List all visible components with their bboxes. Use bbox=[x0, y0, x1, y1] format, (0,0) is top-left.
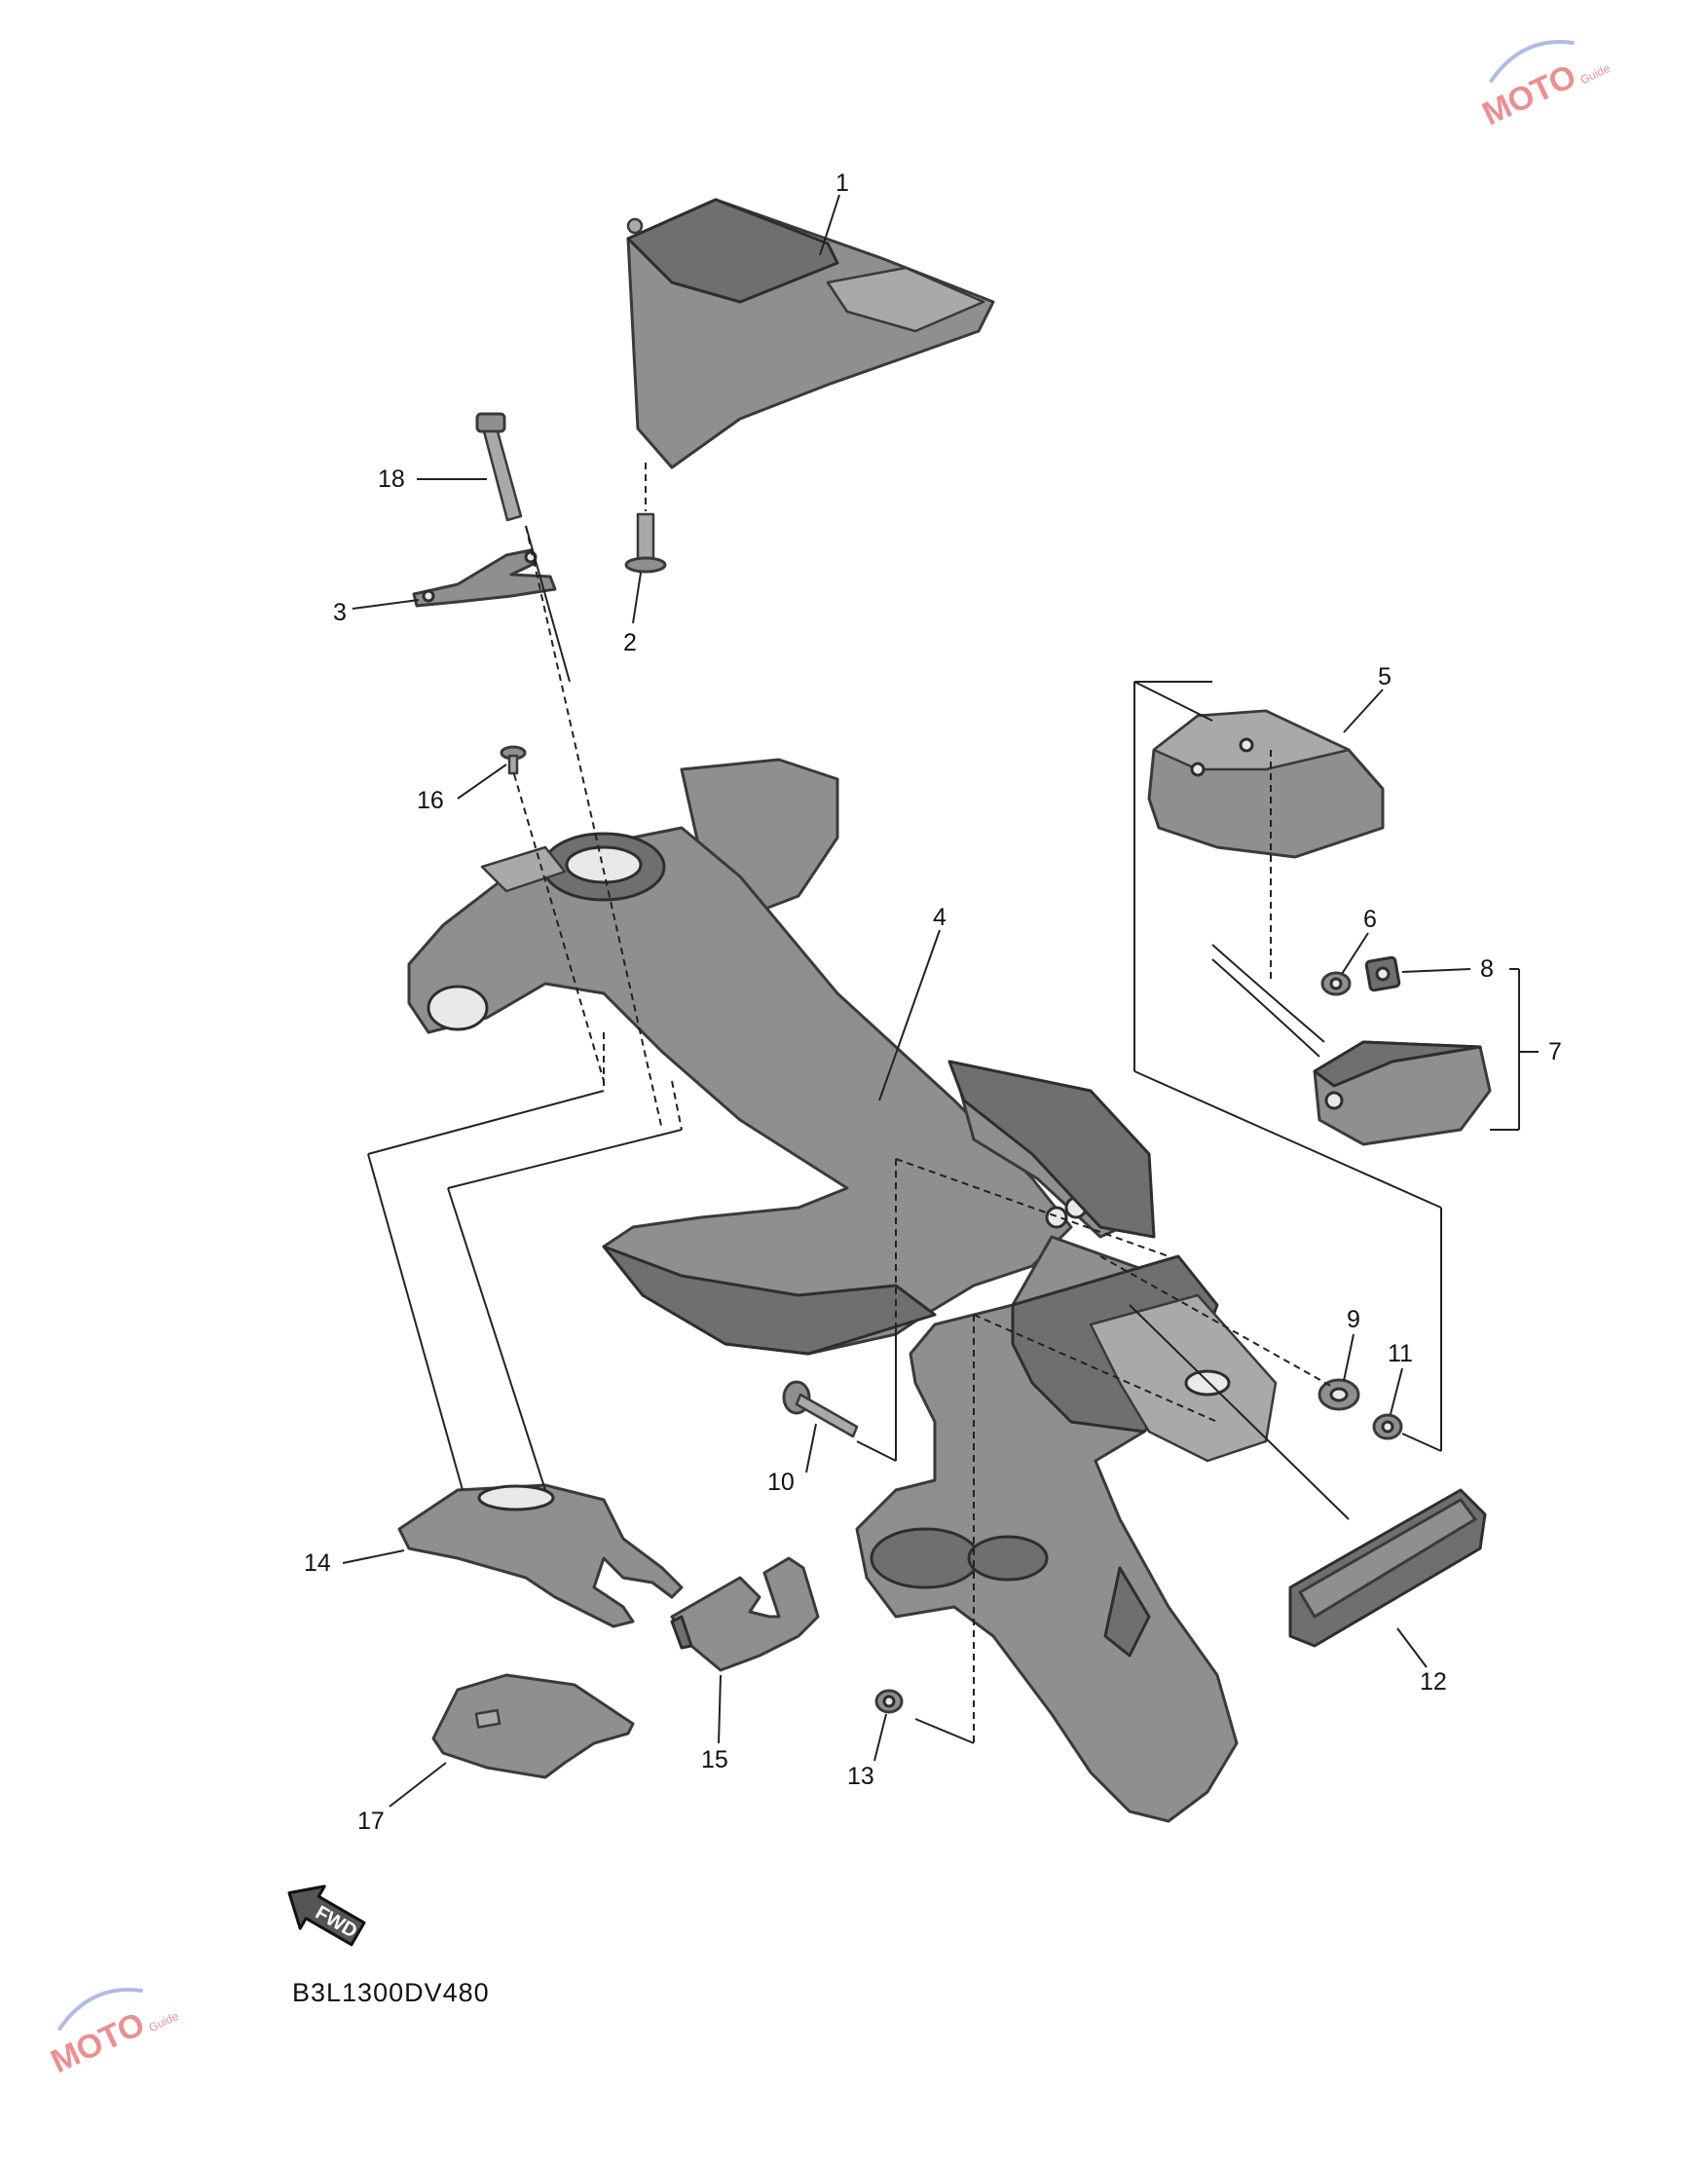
part-7-taillight bbox=[1211, 944, 1492, 1146]
callout-8: 8 bbox=[1480, 955, 1494, 983]
callout-15: 15 bbox=[701, 1746, 728, 1773]
callout-5: 5 bbox=[1378, 663, 1392, 690]
part-4-rear-frame bbox=[407, 758, 1073, 1356]
callout-3: 3 bbox=[333, 599, 347, 626]
part-1-inner-cover bbox=[626, 198, 995, 469]
fwd-arrow-icon: FWD bbox=[287, 1884, 366, 1947]
part-5-lens bbox=[1147, 709, 1385, 859]
callout-labels: 1 2 3 4 5 6 7 8 9 10 11 12 13 14 15 16 1… bbox=[304, 169, 1562, 1835]
callout-11: 11 bbox=[1388, 1340, 1413, 1367]
svg-text:MOTO: MOTO bbox=[46, 2005, 151, 2080]
diagram-code: B3L1300DV480 bbox=[292, 1978, 490, 2007]
assembly-lines bbox=[513, 525, 1335, 1743]
part-2-rivet bbox=[624, 463, 667, 574]
watermark-logo-top-right: MOTO Guide bbox=[1477, 40, 1613, 132]
part-17-cover bbox=[431, 1673, 635, 1779]
part-16-screw bbox=[500, 745, 527, 775]
part-11-nut bbox=[1372, 1413, 1403, 1440]
part-12-reflector bbox=[1288, 1488, 1487, 1648]
part-9-spacer bbox=[1318, 1378, 1360, 1411]
callout-4: 4 bbox=[933, 904, 947, 931]
part-4-side-panel bbox=[947, 1060, 1156, 1239]
part-8-nut bbox=[1364, 955, 1401, 992]
part-14-bracket bbox=[397, 1483, 684, 1628]
leader-lines bbox=[342, 194, 1471, 1808]
svg-text:MOTO: MOTO bbox=[1477, 57, 1582, 132]
callout-12: 12 bbox=[1420, 1668, 1447, 1696]
callout-16: 16 bbox=[417, 787, 444, 814]
svg-text:Guide: Guide bbox=[147, 2009, 181, 2034]
part-15-bracket bbox=[670, 1556, 820, 1672]
callout-1: 1 bbox=[835, 169, 849, 197]
part-10-bolt bbox=[782, 1380, 859, 1438]
frame-lines bbox=[367, 525, 1539, 1744]
callout-14: 14 bbox=[304, 1549, 331, 1577]
callout-2: 2 bbox=[623, 629, 637, 656]
svg-text:Guide: Guide bbox=[1578, 61, 1613, 87]
part-6-grommet bbox=[1320, 971, 1352, 996]
part-3-bracket bbox=[412, 548, 557, 608]
part-18-bolt bbox=[475, 412, 523, 522]
callout-18: 18 bbox=[378, 466, 405, 493]
callout-7: 7 bbox=[1548, 1038, 1562, 1065]
watermark-logo-bottom-left: MOTO Guide bbox=[46, 1988, 181, 2080]
callout-9: 9 bbox=[1347, 1306, 1360, 1333]
callout-10: 10 bbox=[767, 1469, 795, 1496]
callout-17: 17 bbox=[357, 1808, 385, 1835]
callout-13: 13 bbox=[847, 1763, 874, 1790]
part-13-nut bbox=[874, 1689, 904, 1714]
callout-6: 6 bbox=[1363, 906, 1377, 933]
